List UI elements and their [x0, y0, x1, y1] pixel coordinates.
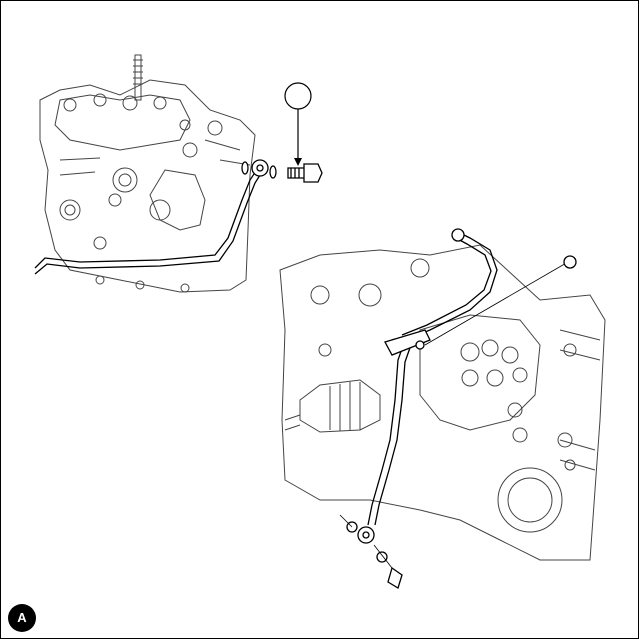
gear-housing: [497, 467, 563, 533]
banjo-fitting-lower: [357, 526, 375, 544]
injection-pump-detail: [279, 244, 606, 561]
callout-arrowhead: [294, 158, 302, 166]
sealing-washer: [376, 551, 388, 563]
fuel-return-pipe-bottom: [339, 228, 577, 589]
fuel-pipe-lower: [367, 339, 406, 526]
cylinder-head-outline: [39, 79, 256, 293]
fuel-return-pipe-top: [34, 159, 323, 275]
banjo-fitting-top: [251, 159, 269, 177]
injection-pump: [419, 314, 541, 431]
engine-block-outline: [279, 244, 606, 561]
callout-circle: [284, 82, 312, 110]
clamp-nut: [563, 255, 577, 269]
corner-label: A: [17, 610, 27, 625]
rocker-assembly: [54, 94, 191, 151]
corner-badge: [8, 604, 36, 632]
sealing-washer: [241, 161, 249, 175]
fuel-pipe-upper: [404, 231, 498, 341]
fuel-pipe-top: [34, 167, 259, 269]
banjo-bolt-lower: [387, 566, 403, 589]
bolt-callout: [284, 82, 312, 166]
rocker-stud: [134, 54, 142, 101]
injector: [149, 169, 206, 231]
clamp-leader: [424, 261, 569, 346]
fuel-filter: [299, 379, 381, 433]
sealing-washer: [269, 165, 277, 179]
banjo-bolt: [287, 163, 323, 183]
banjo-fitting-upper: [451, 228, 465, 242]
cylinder-head-detail: [39, 54, 256, 293]
pipe-clamp: [384, 329, 431, 356]
